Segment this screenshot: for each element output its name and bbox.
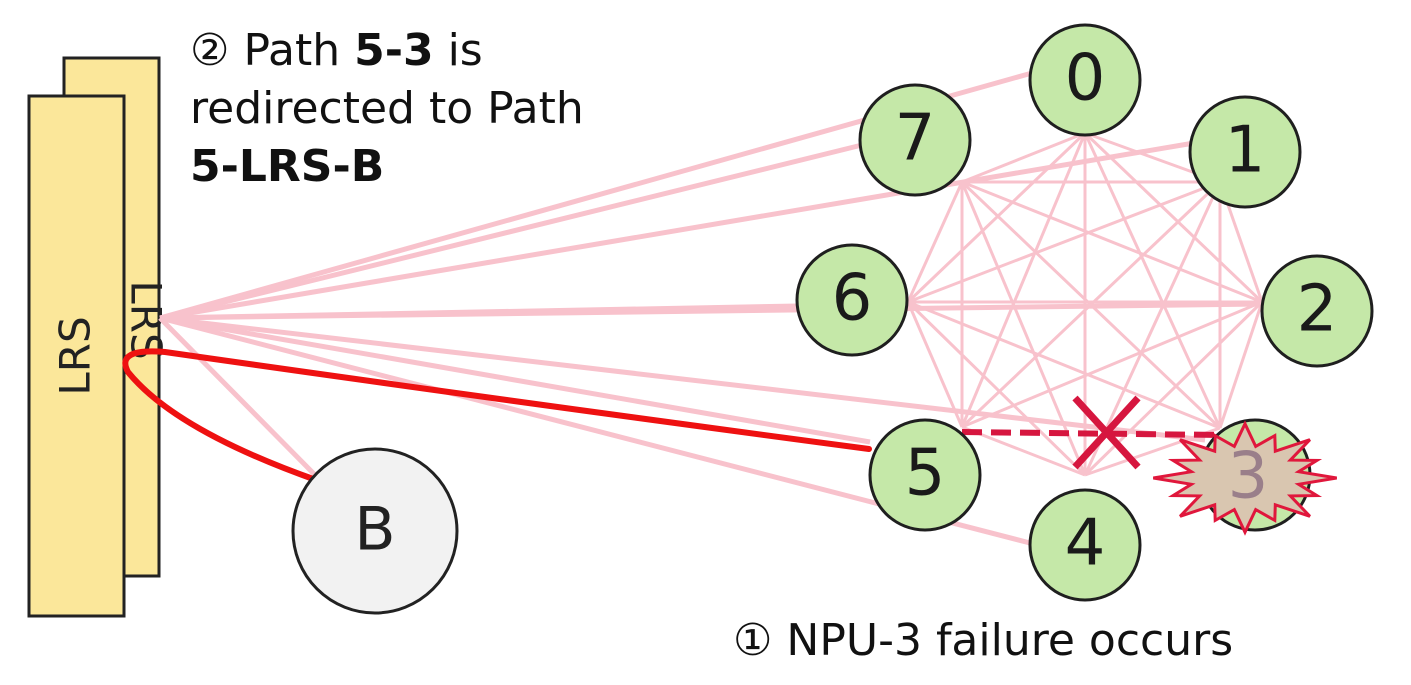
step2-new-path: 5-LRS-B xyxy=(190,141,385,192)
step2-annotation: ② Path 5-3 is redirected to Path 5-LRS-B xyxy=(190,22,584,196)
npu-link-5-6 xyxy=(906,301,964,428)
npu-node-circle-2 xyxy=(1260,254,1374,368)
npu-node-circle-1 xyxy=(1188,95,1302,209)
npu-node-circle-5 xyxy=(868,418,982,532)
npu-node-0: 0 xyxy=(1028,23,1142,137)
lrs-front-label: LRS xyxy=(51,316,100,395)
npu-link-0-2 xyxy=(1083,131,1264,304)
npu-link-2-5 xyxy=(961,300,1263,429)
step2-line1: ② Path 5-3 is xyxy=(190,22,584,80)
failure-burst-icon xyxy=(1153,420,1337,536)
npu-node-7: 7 xyxy=(858,83,972,197)
npu-node-6: 6 xyxy=(795,243,909,357)
link-failure-x-icon xyxy=(1072,395,1141,470)
npu-node-label-2: 2 xyxy=(1297,273,1338,347)
redirect-path xyxy=(122,348,872,483)
npu-node-circle-7 xyxy=(858,83,972,197)
npu-node-2: 2 xyxy=(1260,254,1374,368)
step2-line2: redirected to Path xyxy=(190,83,584,134)
npu-node-1: 1 xyxy=(1188,95,1302,209)
npu-node-label-4: 4 xyxy=(1065,507,1106,581)
npu-node-4: 4 xyxy=(1028,488,1142,602)
lrs-link-5 xyxy=(159,315,871,445)
lrs-link-7 xyxy=(159,142,863,321)
lrs-link-6 xyxy=(159,303,799,321)
npu-node-label-7: 7 xyxy=(895,102,936,176)
npu-node-3: 3 xyxy=(1153,418,1337,536)
npu-node-5: 5 xyxy=(868,418,982,532)
b-node: B xyxy=(291,447,459,615)
npu-node-label-6: 6 xyxy=(832,262,873,336)
lrs-front-panel xyxy=(27,94,126,618)
lrs-link-b xyxy=(158,316,320,480)
npu-node-label-0: 0 xyxy=(1065,42,1106,116)
step2-path-prefix: Path xyxy=(229,25,355,76)
npu-link-1-6 xyxy=(907,180,1221,304)
npu-link-4-6 xyxy=(906,300,1087,477)
step2-failed-path: 5-3 xyxy=(354,25,434,76)
npu-link-4-5 xyxy=(961,425,1086,477)
failed-link-5-3 xyxy=(961,429,1223,438)
npu-node-circle-4 xyxy=(1028,488,1142,602)
lrs-link-1 xyxy=(159,140,1195,321)
npu-link-3-6 xyxy=(907,300,1221,430)
step2-circled-number: ② xyxy=(190,25,230,76)
npu-link-0-7 xyxy=(961,131,1086,184)
npu-node-label-5: 5 xyxy=(905,437,946,511)
npu-node-circle-6 xyxy=(795,243,909,357)
b-node-label: B xyxy=(354,495,395,565)
npu-link-6-7 xyxy=(906,181,964,303)
npu-link-4-7 xyxy=(960,181,1087,476)
npu-nodes: 0 1 2 3 4 5 6 7 xyxy=(795,23,1374,602)
npu-link-0-6 xyxy=(906,131,1087,304)
npu-links xyxy=(158,70,1264,546)
npu-node-circle-0 xyxy=(1028,23,1142,137)
npu-node-label-1: 1 xyxy=(1225,114,1266,188)
npu-link-2-3 xyxy=(1218,301,1264,429)
lrs-link-3 xyxy=(159,315,1206,443)
step2-is: is xyxy=(433,25,483,76)
step1-annotation: ① NPU-3 failure occurs xyxy=(733,615,1234,666)
npu-link-2-7 xyxy=(961,180,1263,304)
npu-node-label-3: 3 xyxy=(1228,440,1269,514)
